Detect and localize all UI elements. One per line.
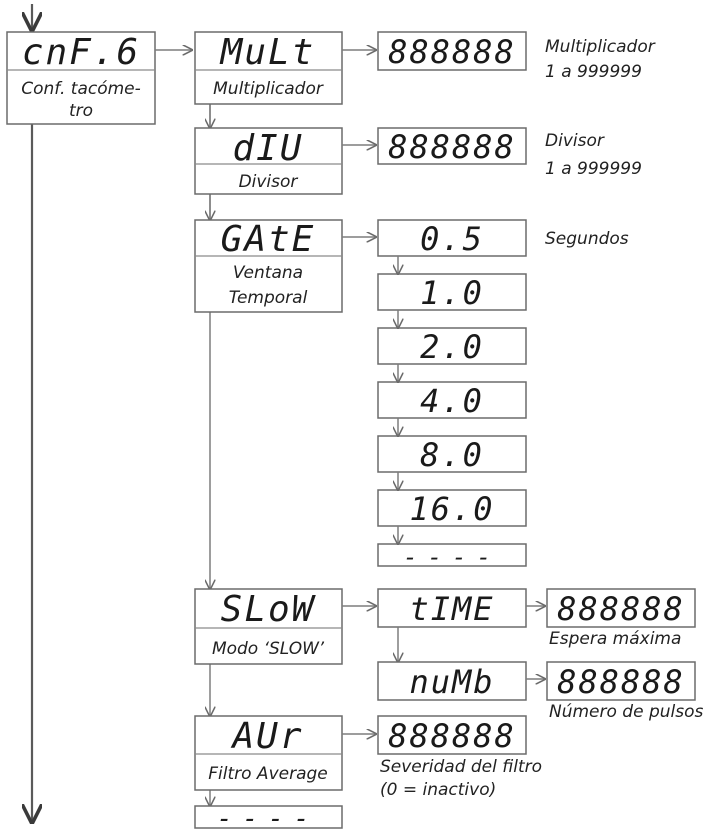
slow-display: SLoW (221, 589, 317, 630)
slow-numb-box[interactable]: nuMb (377, 661, 527, 701)
mult-value-box[interactable]: 888888 (377, 31, 527, 71)
avr-display: AUr (230, 716, 303, 757)
div-value-display: 888888 (388, 128, 516, 166)
mult-note-line1: Multiplicador (545, 37, 656, 57)
gate-option-box[interactable]: 0.5 (377, 219, 527, 258)
gate-option-frame (377, 543, 527, 567)
gate-option-box[interactable]: 8.0 (377, 435, 527, 474)
mult-note-line2: 1 a 999999 (545, 62, 642, 82)
avr-note-line2: (0 = inactivo) (380, 780, 496, 800)
menu-item-modo-slow[interactable]: SLoW Modo ‘SLOW’ (194, 588, 343, 665)
gate-option-value: 4.0 (420, 382, 484, 420)
slow-time-box[interactable]: tIME (377, 588, 527, 628)
slow-numb-display: nuMb (409, 663, 494, 701)
mult-value-display: 888888 (388, 33, 516, 71)
gate-option-frame (377, 219, 527, 257)
gate-option-value: 2.0 (420, 328, 484, 366)
avr-label: Filtro Average (208, 764, 328, 784)
gate-note: Segundos (545, 229, 629, 249)
div-display: dIU (232, 128, 303, 169)
mult-display: MuLt (219, 32, 316, 73)
menu-item-ventana-temporal[interactable]: GAtE Ventana Temporal (194, 219, 343, 313)
gate-options-list: 0.5 1.0 2.0 4.0 8.0 16.0 ---- (377, 219, 527, 571)
avr-note-line1: Severidad del filtro (380, 757, 542, 777)
div-note-line2: 1 a 999999 (545, 159, 642, 179)
gate-option-value: 0.5 (420, 220, 484, 258)
slow-time-display: tIME (409, 590, 494, 628)
root-label-line1: Conf. tacóme- (21, 79, 141, 99)
mult-label: Multiplicador (213, 79, 324, 99)
gate-option-value: 16.0 (409, 490, 494, 528)
menu-item-end[interactable]: ---- (194, 804, 343, 834)
gate-label-line2: Temporal (229, 288, 308, 308)
root-display: cnF.6 (22, 32, 140, 73)
gate-option-box[interactable]: 1.0 (377, 273, 527, 312)
div-value-box[interactable]: 888888 (377, 127, 527, 166)
div-label: Divisor (239, 172, 299, 192)
gate-option-frame (377, 381, 527, 419)
gate-option-frame (377, 435, 527, 473)
gate-option-box[interactable]: 4.0 (377, 381, 527, 420)
gate-option-box[interactable]: 16.0 (377, 489, 527, 528)
gate-option-frame (377, 273, 527, 311)
slow-label: Modo ‘SLOW’ (212, 639, 325, 659)
root-label-line2: tro (69, 101, 93, 121)
gate-option-frame (377, 489, 527, 527)
slow-time-value-display: 888888 (557, 590, 685, 628)
div-note-line1: Divisor (545, 131, 605, 151)
slow-numb-value-box[interactable]: 888888 (546, 661, 696, 701)
gate-option-value: ---- (403, 543, 501, 571)
menu-item-multiplicador[interactable]: MuLt Multiplicador (194, 31, 343, 105)
gate-option-value: 8.0 (420, 436, 484, 474)
slow-time-value-box[interactable]: 888888 (546, 588, 696, 628)
slow-numb-value-display: 888888 (557, 663, 685, 701)
avr-value-display: 888888 (388, 717, 516, 755)
menu-item-filtro-average[interactable]: AUr Filtro Average (194, 715, 343, 791)
gate-option-box[interactable]: ---- (377, 543, 527, 571)
slow-time-note: Espera máxima (549, 629, 681, 649)
gate-option-box[interactable]: 2.0 (377, 327, 527, 366)
gate-label-line1: Ventana (233, 263, 303, 283)
gate-option-value: 1.0 (420, 274, 484, 312)
gate-display: GAtE (221, 219, 316, 260)
gate-option-frame (377, 327, 527, 365)
root-config-box[interactable]: cnF.6 Conf. tacóme- tro (6, 31, 156, 125)
avr-value-box[interactable]: 888888 (377, 715, 527, 755)
menu-item-divisor[interactable]: dIU Divisor (194, 127, 343, 195)
slow-numb-note: Número de pulsos (549, 702, 704, 722)
end-display: ---- (217, 804, 320, 834)
